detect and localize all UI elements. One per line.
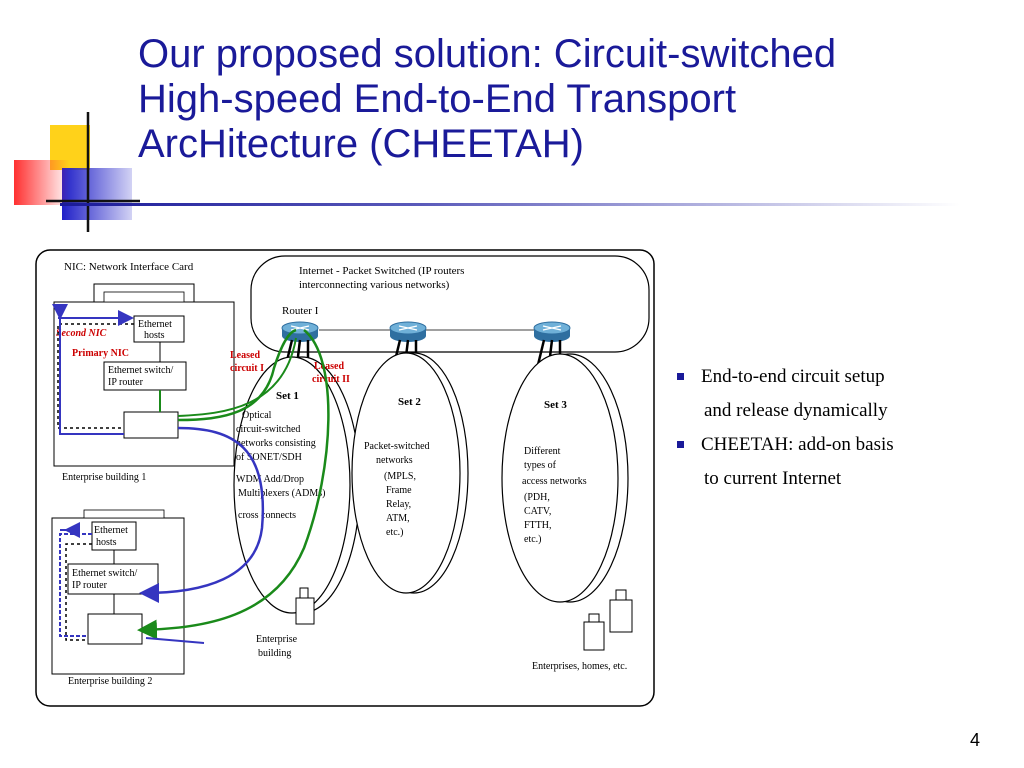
set-2-line: etc.) — [386, 527, 404, 538]
b1-hosts-label: Ethernet — [138, 319, 172, 330]
ethernet-hosts-box — [133, 315, 185, 343]
set-3-line: types of — [524, 460, 557, 471]
leased-circuit-1-label: Leased — [230, 350, 260, 361]
set-1-title: Set 1 — [276, 390, 299, 402]
bullet-item: End-to-end circuit setup and release dyn… — [677, 360, 1007, 428]
set-1-line: WDM Add/Drop — [236, 474, 304, 485]
router-icon — [389, 321, 427, 343]
nic-box — [123, 411, 179, 439]
second-nic-label: Second NIC — [56, 328, 107, 339]
b1-hosts-label: hosts — [144, 330, 165, 341]
set-2-line: Relay, — [386, 499, 411, 510]
set-3-title: Set 3 — [544, 399, 567, 411]
set-1-line: Optical — [242, 410, 272, 421]
bullet-text: End-to-end circuit setup — [701, 366, 885, 387]
set-1-line: networks consisting — [236, 438, 316, 449]
set-1-line: Multiplexers (ADMs) — [238, 488, 326, 499]
slide-title: Our proposed solution: Circuit-switched … — [138, 32, 998, 167]
set-3-line: etc.) — [524, 534, 542, 545]
leased-circuit-2-path — [137, 329, 330, 640]
building-2-label: Enterprise building 2 — [68, 676, 152, 687]
nic-box — [87, 613, 143, 645]
set-3-line: access networks — [522, 476, 587, 487]
b1-switch-label: Ethernet switch/ — [108, 365, 173, 376]
title-line-1: Our proposed solution: Circuit-switched — [138, 32, 837, 76]
set-2-title: Set 2 — [398, 396, 421, 408]
internet-label-1: Internet - Packet Switched (IP routers — [299, 265, 464, 277]
bullet-text: to current Internet — [704, 468, 842, 489]
bullet-text: and release dynamically — [704, 400, 888, 421]
bullet-text: CHEETAH: add-on basis — [701, 434, 894, 455]
set-2-line: (MPLS, — [384, 471, 416, 482]
blue-square — [62, 168, 132, 220]
set-2-line: Frame — [386, 485, 412, 496]
set-2-line: ATM, — [386, 513, 410, 524]
circuit-path — [139, 426, 265, 603]
enterprise-phone-icon — [295, 587, 315, 625]
bullet-list: End-to-end circuit setup and release dyn… — [677, 360, 1007, 496]
b2-hosts-label: Ethernet — [94, 525, 128, 536]
nic-legend: NIC: Network Interface Card — [64, 261, 194, 273]
building-1-label: Enterprise building 1 — [62, 472, 146, 483]
corner-decoration — [14, 112, 140, 232]
enterprise-building-label: building — [258, 648, 291, 659]
set-1-line: circuit-switched — [236, 424, 300, 435]
circuit-path — [145, 637, 205, 644]
b2-switch-label: IP router — [72, 580, 108, 591]
leased-circuit-1-path — [177, 328, 297, 422]
leased-circuit-1-label: circuit I — [230, 363, 264, 374]
internet-label-2: interconnecting various networks) — [299, 279, 450, 291]
enterprises-homes-label: Enterprises, homes, etc. — [532, 661, 627, 672]
red-square — [14, 160, 70, 205]
title-underline — [60, 203, 960, 206]
b2-hosts-label: hosts — [96, 537, 117, 548]
b2-switch-label: Ethernet switch/ — [72, 568, 137, 579]
leased-circuit-2-label: Leased — [314, 361, 344, 372]
title-line-3: ArcHitecture (CHEETAH) — [138, 122, 584, 166]
set-3-line: FTTH, — [524, 520, 552, 531]
title-line-2: High-speed End-to-End Transport — [138, 77, 737, 121]
bullet-square-icon — [677, 441, 684, 448]
leased-circuit-2-label: circuit II — [312, 374, 350, 385]
bullet-item: CHEETAH: add-on basis to current Interne… — [677, 428, 1007, 496]
set-1-line: of SONET/SDH — [236, 452, 302, 463]
set-2-line: networks — [376, 455, 413, 466]
architecture-diagram: NIC: Network Interface Card Internet - P… — [35, 249, 655, 707]
set-3-line: Different — [524, 446, 561, 457]
set-2-line: Packet-switched — [364, 441, 430, 452]
router-icon — [533, 321, 571, 343]
set-3-line: (PDH, — [524, 492, 550, 503]
home-phone-icon — [583, 589, 633, 651]
ethernet-hosts-box — [91, 521, 137, 551]
router-label: Router I — [282, 305, 319, 317]
set-3-line: CATV, — [524, 506, 551, 517]
primary-nic-label: Primary NIC — [72, 348, 129, 359]
page-number: 4 — [969, 730, 980, 750]
set-1-line: cross connects — [238, 510, 296, 521]
bullet-square-icon — [677, 373, 684, 380]
enterprise-building-label: Enterprise — [256, 634, 298, 645]
b1-switch-label: IP router — [108, 377, 144, 388]
ethernet-switch-box — [103, 361, 187, 391]
